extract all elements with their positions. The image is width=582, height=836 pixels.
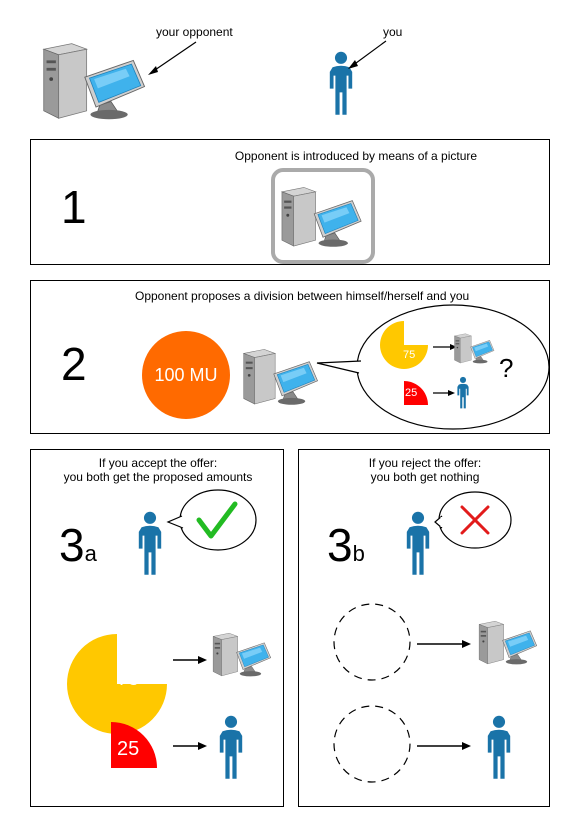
- step3a-large-share-pie: [67, 634, 167, 734]
- step2-number: 2: [61, 338, 87, 390]
- step3b-computer-icon: [477, 618, 541, 666]
- offer-small-share-value: 25: [405, 387, 418, 399]
- accept-speech-bubble: [67, 489, 257, 768]
- offer-small-share-pie: [404, 381, 428, 405]
- step1-caption: Opponent is introduced by means of a pic…: [234, 149, 478, 163]
- empty-share-circle-bottom: [333, 705, 411, 783]
- step3a-number-letter: a: [84, 541, 97, 566]
- step3a-small-share-value: 25: [117, 738, 140, 760]
- offer-you-person-icon: [456, 376, 470, 410]
- offer-large-share-value: 75: [403, 349, 416, 361]
- step1-number: 1: [61, 181, 87, 233]
- reject-speech-bubble: [333, 491, 512, 783]
- step3a-caption-line2: you both get the proposed amounts: [63, 470, 253, 484]
- step3a-receiver-person-icon: [217, 712, 245, 784]
- offer-opponent-computer-icon: [453, 331, 497, 365]
- pot-circle: [142, 331, 230, 419]
- you-arrow: [348, 40, 387, 69]
- offer-speech-bubble: [316, 304, 550, 430]
- step3a-number: 3a: [59, 522, 97, 577]
- opponent-picture-computer-icon: [279, 182, 367, 250]
- step3b-caption-line2: you both get nothing: [370, 470, 480, 484]
- opponent-arrow: [148, 41, 197, 75]
- check-icon: [196, 501, 238, 539]
- step3b-number: 3b: [327, 522, 365, 577]
- step3b-number-letter: b: [352, 541, 365, 566]
- step3a-panel: If you accept the offer: you both get th…: [30, 449, 284, 807]
- step2-caption: Opponent proposes a division between him…: [135, 289, 470, 303]
- step3a-caption-line1: If you accept the offer:: [98, 456, 218, 470]
- offer-large-share-pie: [380, 321, 428, 369]
- offer-question-mark: ?: [499, 353, 514, 383]
- empty-share-circle-top: [333, 603, 411, 681]
- step3a-large-share-value: 75: [117, 668, 140, 690]
- step3b-number-digit: 3: [327, 519, 353, 571]
- step3b-receiver-person-icon: [485, 712, 513, 784]
- step3a-computer-icon: [211, 630, 275, 678]
- opponent-picture-frame: [271, 168, 375, 264]
- step3b-panel: If you reject the offer: you both get no…: [298, 449, 550, 807]
- step3a-number-digit: 3: [59, 519, 85, 571]
- cross-icon: [460, 505, 490, 535]
- opponent-label: your opponent: [156, 25, 233, 39]
- pot-label: 100 MU: [154, 365, 218, 385]
- step2-panel: Opponent proposes a division between him…: [30, 280, 550, 434]
- step3a-small-share-pie: [111, 722, 157, 768]
- step3b-caption-line1: If you reject the offer:: [368, 456, 482, 470]
- you-label: you: [383, 25, 403, 39]
- step1-panel: Opponent is introduced by means of a pic…: [30, 139, 550, 265]
